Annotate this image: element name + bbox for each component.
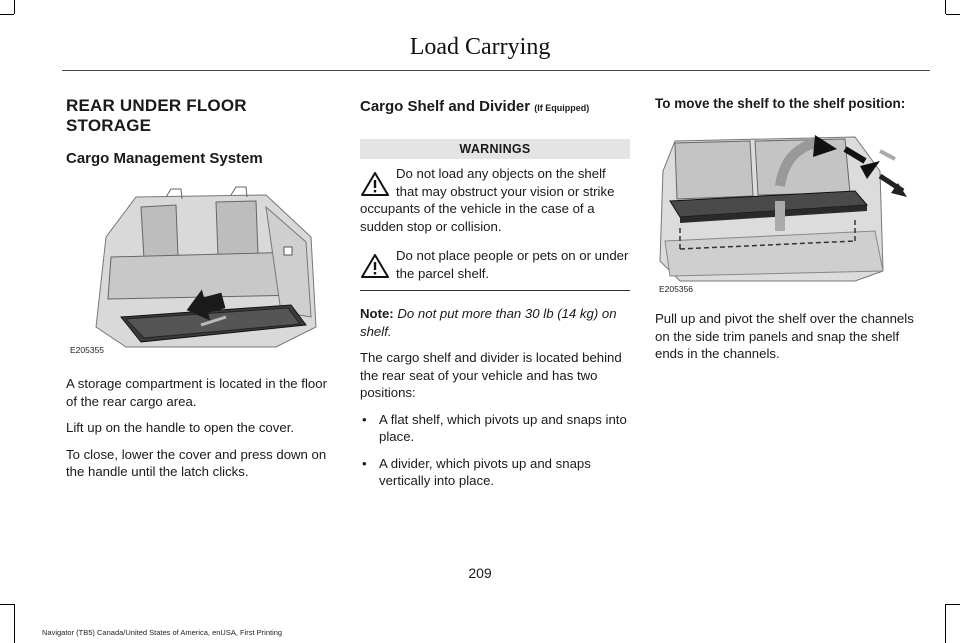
crop-mark <box>945 0 946 14</box>
page-number: 209 <box>468 565 492 581</box>
warning-triangle-icon <box>361 172 389 196</box>
subsection-title-text: Cargo Shelf and Divider <box>360 98 531 115</box>
subsection-title: Cargo Shelf and Divider (If Equipped) <box>360 98 630 115</box>
warning-triangle-icon <box>361 254 389 278</box>
cargo-area-illustration: E205355 <box>66 177 336 357</box>
paragraph: Pull up and pivot the shelf over the cha… <box>655 311 914 361</box>
crop-mark <box>946 604 960 605</box>
note: Note: Do not put more than 30 lb (14 kg)… <box>360 305 630 340</box>
crop-mark <box>14 0 15 14</box>
column-left: REAR UNDER FLOOR STORAGE Cargo Managemen… <box>66 96 336 490</box>
cargo-shelf-drawing <box>659 135 907 282</box>
shelf-illustration: E205356 <box>655 131 915 296</box>
warning-text: Do not place people or pets on or under … <box>396 248 629 281</box>
crop-mark <box>946 14 960 15</box>
warning-text: Do not load any objects on the shelf tha… <box>360 166 615 234</box>
crop-mark <box>14 604 15 643</box>
warning-item: Do not place people or pets on or under … <box>360 247 630 282</box>
footer-text: Navigator (TB5) Canada/United States of … <box>42 628 283 637</box>
header-rule <box>62 70 930 71</box>
note-label: Note: <box>360 306 394 321</box>
warning-rule <box>360 290 630 291</box>
equipped-qualifier: (If Equipped) <box>534 103 590 113</box>
cargo-floor-drawing <box>95 186 317 348</box>
section-title: REAR UNDER FLOOR STORAGE <box>66 96 247 135</box>
crop-mark <box>0 604 14 605</box>
note-text: Do not put more than 30 lb (14 kg) on sh… <box>360 306 617 339</box>
bullet-list: A flat shelf, which pivots up and snaps … <box>360 411 630 490</box>
paragraph: To close, lower the cover and press down… <box>66 446 327 480</box>
list-item: A flat shelf, which pivots up and snaps … <box>360 411 630 446</box>
list-item: A divider, which pivots up and snaps ver… <box>360 455 630 490</box>
crop-mark <box>0 14 14 15</box>
crop-mark <box>945 604 946 643</box>
column-middle: Cargo Shelf and Divider (If Equipped) WA… <box>360 96 630 499</box>
paragraph: The cargo shelf and divider is located b… <box>360 350 622 400</box>
warnings-banner: WARNINGS <box>360 139 630 159</box>
figure-code: E205356 <box>659 284 694 294</box>
figure-code: E205355 <box>70 345 105 355</box>
paragraph: Lift up on the handle to open the cover. <box>66 420 295 435</box>
warning-item: Do not load any objects on the shelf tha… <box>360 165 630 235</box>
page-header-title: Load Carrying <box>409 34 551 60</box>
subsection-title: Cargo Management System <box>66 150 263 167</box>
procedure-heading: To move the shelf to the shelf position: <box>655 96 906 111</box>
column-right: To move the shelf to the shelf position: <box>655 96 930 372</box>
paragraph: A storage compartment is located in the … <box>66 376 327 409</box>
